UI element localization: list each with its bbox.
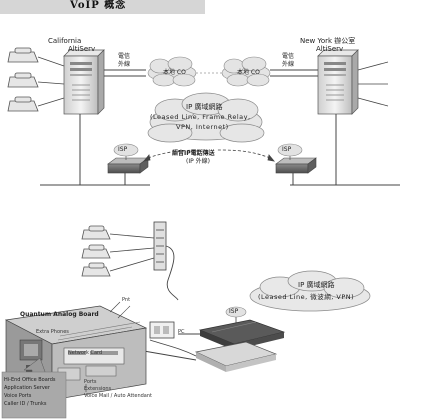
left-trunk-label-1: 電信: [118, 53, 131, 60]
network-card-label: Network Card: [68, 350, 103, 356]
pc-label: PC: [178, 329, 185, 335]
board-label: Quantum Analog Board: [20, 311, 99, 318]
co-cloud-right: [221, 56, 271, 87]
bottom-left-text-1: Hi-End Office Boards: [4, 377, 56, 383]
isp-left-label: ISP: [118, 146, 128, 153]
isp-bottom-label: ISP: [229, 308, 239, 315]
server-icon: [63, 49, 105, 115]
right-trunk-label-1: 電信: [282, 53, 295, 60]
punch-panel: [153, 221, 167, 271]
ip-cloud-line-2: VPN, Internet): [176, 123, 229, 131]
voice-link-line-1: 語音IP電話傳送: [172, 150, 215, 157]
right-server-name: AltiServ: [316, 45, 344, 53]
isp-router-left: [107, 157, 149, 174]
system-board: [4, 305, 148, 401]
board-sub-label: Extra Phones: [36, 329, 69, 335]
ip-wan-cloud-bottom: [249, 270, 371, 312]
right-trunk-label-2: 外線: [282, 61, 295, 68]
co-left-label: 本地 CO: [163, 69, 186, 76]
bottom-right-text-3: Voice Mail / Auto Attendant: [84, 393, 152, 399]
title-banner-text: VoIP 概念: [70, 0, 127, 11]
co-cloud-left: [147, 56, 197, 87]
phone-icon: [7, 47, 39, 112]
bottom-left-text-4: Caller ID / Trunks: [4, 401, 47, 407]
co-right-label: 本地 CO: [237, 69, 260, 76]
phone-icon: [81, 225, 111, 277]
bottom-right-text-2: Extensions: [84, 386, 112, 392]
ip-cloud-title: IP 廣域網路: [186, 103, 223, 111]
isp-router-right: [275, 157, 317, 174]
right-site-name: New York 辦公室: [300, 37, 356, 45]
left-trunk-label-2: 外線: [118, 61, 131, 68]
isp-right-label: ISP: [282, 146, 292, 153]
ip-cloud-bottom-title: IP 廣域網路: [298, 281, 335, 289]
arrow-up-icon: [1, 357, 67, 419]
left-site-name: California: [48, 37, 82, 45]
ip-wan-cloud: [147, 92, 265, 143]
left-server-name: AltiServ: [68, 45, 96, 53]
voice-link-line-2: (IP 外線): [186, 158, 210, 165]
network-switch: [194, 341, 278, 372]
panel-label: Pnt: [122, 297, 131, 303]
ip-cloud-line-1: (Leased Line, Frame Relay,: [150, 113, 251, 121]
ip-cloud-bottom-line-1: (Leased Line, 微波網, VPN): [258, 293, 355, 301]
server-icon: [317, 49, 359, 115]
bottom-left-text-2: Application Server: [4, 385, 50, 391]
title-banner: [0, 0, 205, 14]
bottom-left-text-3: Voice Ports: [4, 393, 32, 399]
patch-box: [149, 321, 175, 339]
bottom-right-text-1: Ports: [84, 379, 97, 385]
